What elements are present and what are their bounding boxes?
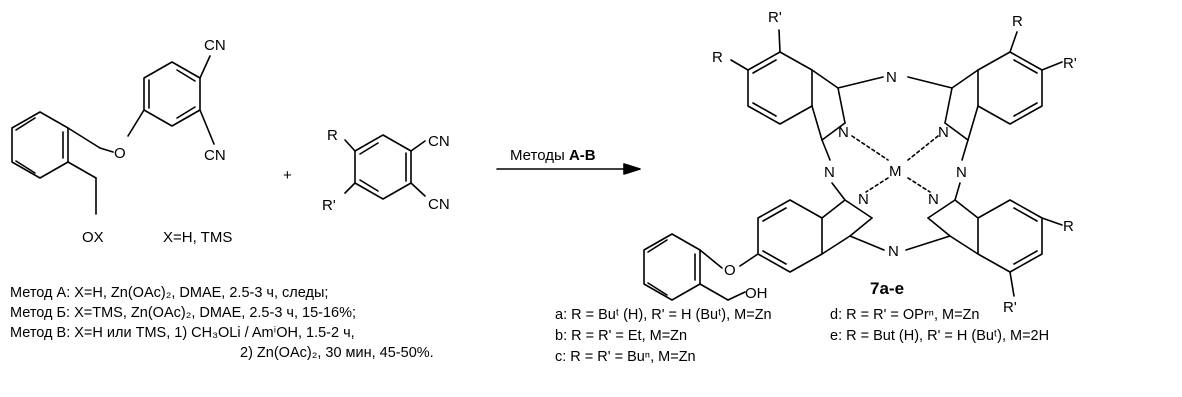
variant-b: b: R = R' = Et, M=Zn — [555, 328, 688, 344]
product-benzo-bottom-right — [977, 199, 1043, 273]
product-n-meso-left: N — [824, 164, 835, 181]
reactant-1-x-note: X=H, TMS — [163, 229, 232, 246]
plus-sign: + — [283, 167, 292, 184]
reaction-arrow — [496, 163, 641, 175]
product-n-meso-top: N — [886, 69, 897, 86]
product-r-top-left: R — [712, 49, 723, 66]
variant-d: d: R = R' = OPrⁿ, M=Zn — [830, 307, 980, 323]
product-n-meso-right: N — [956, 164, 967, 181]
product-r-top-right: R — [1012, 13, 1023, 30]
conditions-list: Метод А: X=H, Zn(OAc)₂, DMAE, 2.5-3 ч, с… — [10, 283, 434, 363]
product-benzo-top-right — [977, 51, 1043, 125]
product-n-pyrrole-bottom-left: N — [858, 191, 869, 208]
arrow-label: Методы А-В — [510, 147, 596, 164]
product-n-meso-bottom: N — [888, 243, 899, 260]
condition-method-v-step2: 2) Zn(OAc)₂, 30 мин, 45-50%. — [240, 345, 434, 361]
reactant-1-ring-a — [143, 61, 201, 127]
product-n-pyrrole-top-left: N — [838, 124, 849, 141]
reactant-1-cn-top: CN — [204, 37, 226, 54]
reactant-2-cn-top: CN — [428, 133, 450, 150]
reactant-1-ring-b — [11, 111, 69, 179]
reactant-2-ring — [354, 134, 412, 200]
product-oxygen: O — [724, 262, 736, 279]
condition-method-a: Метод А: X=H, Zn(OAc)₂, DMAE, 2.5-3 ч, с… — [10, 285, 329, 301]
reactant-2-r-prime: R' — [322, 197, 336, 214]
reactant-2-r: R — [327, 127, 338, 144]
product-compound-label: 7a-e — [870, 279, 904, 298]
reactant-2-cn-bottom: CN — [428, 196, 450, 213]
reactant-1-structure — [11, 55, 215, 215]
condition-method-v: Метод В: X=H или TMS, 1) CH₃OLi / AmⁱOH,… — [10, 325, 355, 341]
product-benzo-top-left — [747, 51, 813, 125]
product-benzyl-ring — [643, 233, 701, 301]
variants-list: a: R = Buᵗ (H), R' = H (Buᵗ), M=Zn d: R … — [555, 305, 1049, 368]
product-r-prime-top-right: R' — [1063, 55, 1077, 72]
product-metal-m: M — [889, 163, 902, 180]
reactant-1-oxygen: O — [114, 145, 126, 162]
variant-e: e: R = But (H), R' = H (Buᵗ), M=2H — [830, 328, 1050, 344]
product-r-prime-top-left: R' — [768, 9, 782, 26]
product-structure — [643, 29, 1063, 301]
product-r-prime-bottom-right: R' — [1003, 299, 1017, 316]
variant-a: a: R = Buᵗ (H), R' = H (Buᵗ), M=Zn — [555, 307, 772, 323]
reactant-2-structure — [344, 134, 426, 200]
product-n-pyrrole-bottom-right: N — [928, 191, 939, 208]
product-n-pyrrole-top-right: N — [938, 124, 949, 141]
reactant-1-cn-mid: CN — [204, 147, 226, 164]
product-r-bottom-right: R — [1063, 218, 1074, 235]
reactant-1-ox-label: OX — [82, 229, 104, 246]
product-benzo-bottom-left — [757, 199, 823, 273]
condition-method-b: Метод Б: X=TMS, Zn(OAc)₂, DMAE, 2.5-3 ч,… — [10, 305, 357, 321]
variant-c: c: R = R' = Buⁿ, M=Zn — [555, 349, 696, 365]
product-oh: OH — [745, 285, 768, 302]
